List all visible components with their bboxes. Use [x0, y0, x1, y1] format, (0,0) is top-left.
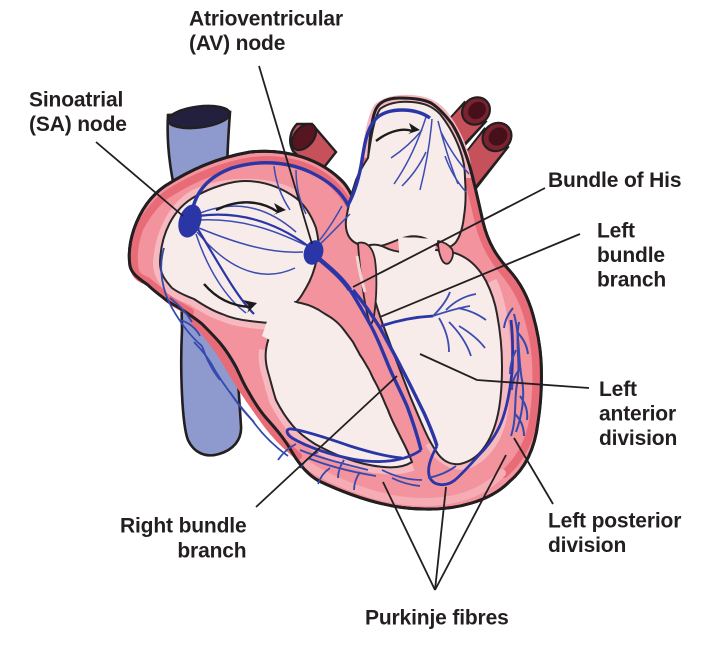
- svg-text:division: division: [548, 534, 626, 557]
- svg-text:Sinoatrial: Sinoatrial: [29, 89, 123, 112]
- svg-text:(SA) node: (SA) node: [29, 113, 127, 136]
- svg-text:Bundle of His: Bundle of His: [548, 169, 681, 192]
- svg-text:branch: branch: [177, 540, 246, 563]
- svg-text:branch: branch: [597, 269, 666, 292]
- svg-text:anterior: anterior: [599, 403, 676, 426]
- svg-text:Purkinje fibres: Purkinje fibres: [365, 607, 509, 630]
- svg-text:bundle: bundle: [597, 244, 665, 267]
- svg-text:Left: Left: [599, 378, 637, 401]
- svg-text:Atrioventricular: Atrioventricular: [189, 8, 343, 31]
- svg-text:division: division: [599, 427, 677, 450]
- svg-text:(AV) node: (AV) node: [189, 32, 285, 55]
- svg-text:Left posterior: Left posterior: [548, 510, 681, 533]
- svg-text:Left: Left: [597, 220, 635, 243]
- svg-text:Right bundle: Right bundle: [120, 515, 247, 538]
